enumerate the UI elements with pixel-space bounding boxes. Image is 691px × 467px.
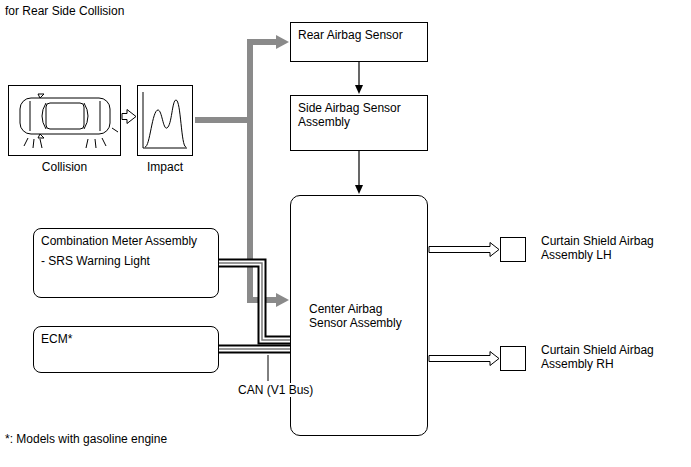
can-bus-line [219,263,290,340]
bus-outer [219,345,290,354]
bus-core [219,263,290,340]
bus-gap [219,347,290,352]
ecu-box: Center Airbag Sensor Assembly [290,195,428,436]
bus-outer [219,263,290,340]
collision-illustration: Collision [8,85,121,156]
signal-arrow [429,243,499,257]
bus-core [219,348,290,350]
airbag-box: Curtain Shield Airbag Assembly LH [500,237,526,262]
can-bus-line [219,349,290,350]
impact-marks [24,128,118,148]
node-label: Curtain Shield Airbag Assembly RH [541,343,689,371]
footnote: *: Models with gasoline engine [3,432,169,446]
hollow-arrow [122,110,136,124]
signal-line [358,151,359,185]
ecm-box: ECM* [33,326,219,373]
impact-arrow [195,42,276,120]
node-label: Side Airbag Sensor Assembly [298,101,420,129]
signal-arrow [122,110,136,124]
node-label: Rear Airbag Sensor [298,28,420,42]
hollow-arrow [429,352,499,366]
meter-box: Combination Meter Assembly - SRS Warning … [33,228,219,298]
node-sublabel: - SRS Warning Light [41,254,211,268]
hollow-arrow [429,243,499,257]
signal-line [358,62,359,85]
node-label: Impact [118,160,212,174]
node-label: Combination Meter Assembly [41,234,211,248]
car-top-view [20,94,110,138]
signal-arrow [359,151,360,185]
impact-graph-box: Impact [137,85,193,156]
bus-label: CAN (V1 Bus) [236,383,315,397]
node-label: ECM* [41,332,211,346]
sensor-box: Rear Airbag Sensor [290,22,428,62]
signal-arrow [195,42,276,120]
node-label: Curtain Shield Airbag Assembly LH [541,234,689,262]
airbag-box: Curtain Shield Airbag Assembly RH [500,346,526,371]
node-label: Collision [0,160,140,174]
diagram-title: for Rear Side Collision [3,4,126,18]
signal-arrow [429,352,499,366]
signal-arrow [359,62,360,85]
leader-line [268,355,269,381]
node-label: Center Airbag Sensor Assembly [309,302,413,330]
bus-gap [219,263,290,340]
sensor-box: Side Airbag Sensor Assembly [290,95,428,151]
impact-graph [143,92,187,148]
